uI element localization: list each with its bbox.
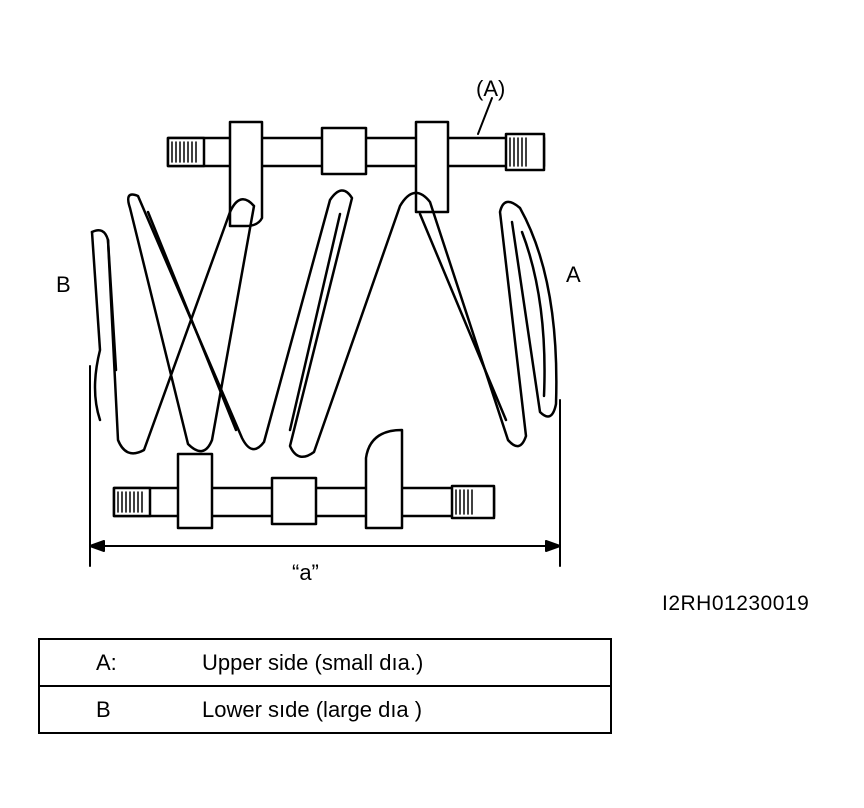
- legend-key: A:: [96, 649, 117, 675]
- dimension-label: “a”: [292, 560, 319, 585]
- upper-compressor-rod: [166, 120, 546, 228]
- legend-table: A: Upper side (small dıa.) B Lower sıde …: [38, 638, 612, 734]
- coil-spring: [90, 189, 558, 459]
- figure-code: I2RH01230019: [662, 592, 810, 615]
- lower-compressor-rod: [112, 428, 496, 530]
- spring-compressor-diagram: (A) B A “a”: [56, 76, 581, 585]
- legend-row: B Lower sıde (large dıa ): [39, 685, 611, 733]
- legend-row: A: Upper side (small dıa.): [39, 639, 611, 686]
- legend-text: Upper side (small dıa.): [202, 649, 424, 675]
- side-label-a: A: [566, 262, 581, 287]
- callout-leader: [477, 97, 493, 135]
- side-label-b: B: [56, 272, 71, 297]
- dimension-a: [89, 365, 561, 567]
- legend-key: B: [39, 685, 202, 733]
- callout-label-a: (A): [476, 76, 505, 101]
- legend-text: Lower sıde (large dıa ): [202, 685, 611, 733]
